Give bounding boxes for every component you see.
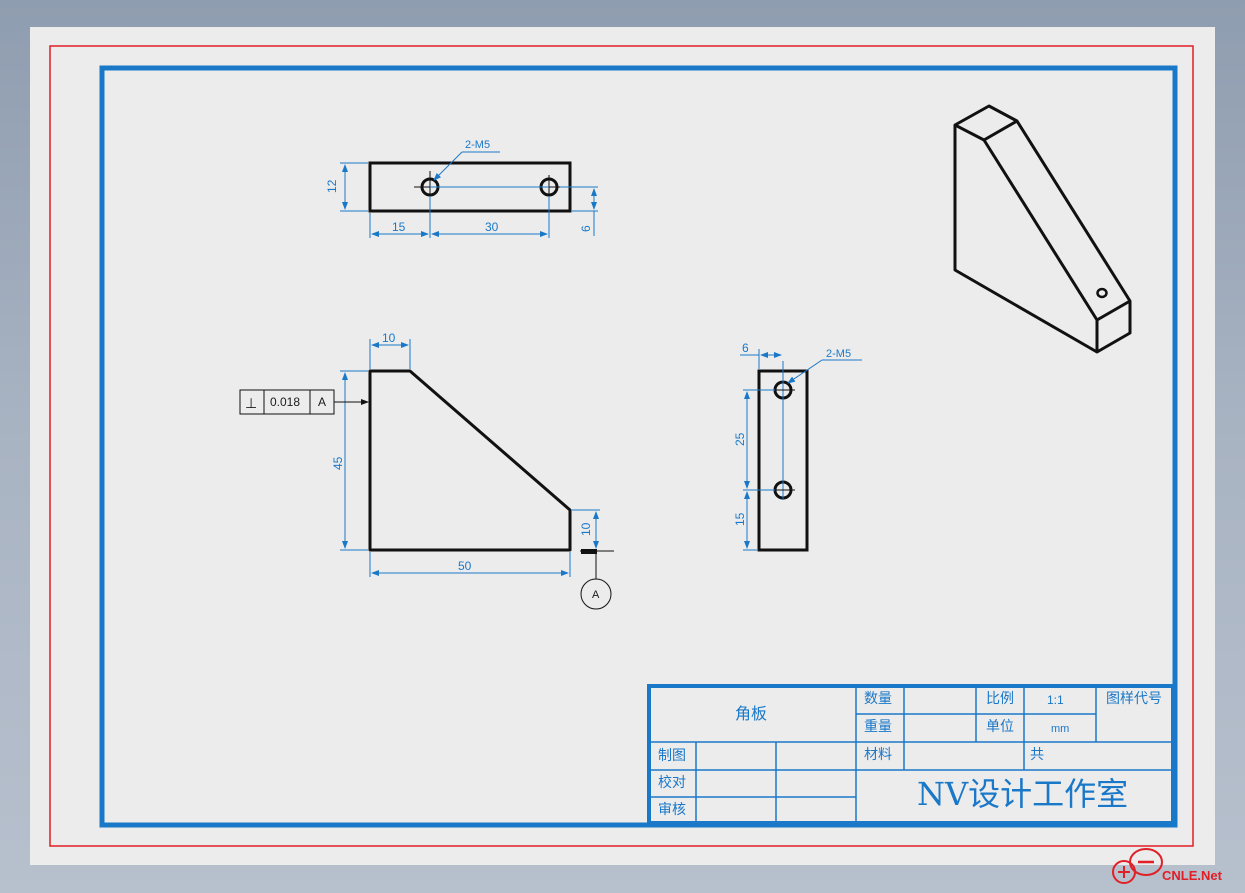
watermark-text: CNLE.Net [1162, 868, 1223, 883]
part-name: 角板 [735, 705, 767, 723]
front-view: 10 45 10 50 ⊥ 0.018 A A [239, 331, 614, 610]
dim-30: 30 [485, 220, 499, 234]
tolerance-datum: A [318, 395, 326, 409]
iso-hole [1096, 287, 1108, 299]
side-view: 6 2-M5 25 15 [733, 341, 862, 552]
top-view: 2-M5 12 15 30 6 [325, 139, 598, 238]
dim-50: 50 [458, 559, 472, 573]
dim-45: 45 [331, 456, 345, 470]
inner-frame [99, 65, 1178, 828]
title-block: 角板 数量 重量 材料 比例 单位 1:1 mm 图样代号 共 制图 校对 审核… [647, 684, 1175, 825]
tolerance-frame: ⊥ 0.018 A [239, 389, 369, 415]
tolerance-value: 0.018 [270, 395, 300, 409]
label-material: 材料 [864, 746, 892, 762]
isometric-view [953, 104, 1132, 354]
label-checked: 校对 [658, 774, 686, 790]
perpendicularity-symbol: ⊥ [245, 395, 257, 411]
dim-6: 6 [579, 225, 593, 232]
label-total: 共 [1030, 746, 1044, 762]
label-drawing-code: 图样代号 [1106, 690, 1162, 706]
datum-label: A [592, 589, 600, 601]
label-drawn: 制图 [658, 747, 686, 763]
label-quantity: 数量 [864, 690, 892, 706]
callout-2-m5-side: 2-M5 [826, 348, 851, 360]
label-scale: 比例 [986, 690, 1014, 706]
label-weight: 重量 [864, 718, 892, 734]
paper [30, 27, 1215, 865]
dim-15: 15 [392, 220, 406, 234]
dim-15-side: 15 [733, 512, 747, 526]
value-unit: mm [1051, 723, 1069, 735]
dim-12: 12 [325, 179, 339, 193]
dim-10-top: 10 [382, 331, 396, 345]
label-unit: 单位 [986, 718, 1014, 734]
dim-25: 25 [733, 432, 747, 446]
leader-line [433, 151, 463, 181]
dim-10-right: 10 [579, 522, 593, 536]
dim-6-side: 6 [742, 341, 749, 355]
leader-line [787, 359, 823, 384]
value-scale: 1:1 [1047, 693, 1064, 707]
front-view-outline [368, 369, 572, 552]
watermark-logo: CNLE.Net [1112, 848, 1223, 884]
studio-name: NV设计工作室 [917, 775, 1128, 813]
outer-frame [49, 45, 1194, 847]
callout-2-m5: 2-M5 [465, 139, 490, 151]
label-reviewed: 审核 [658, 801, 686, 817]
datum-a: A [580, 549, 614, 610]
